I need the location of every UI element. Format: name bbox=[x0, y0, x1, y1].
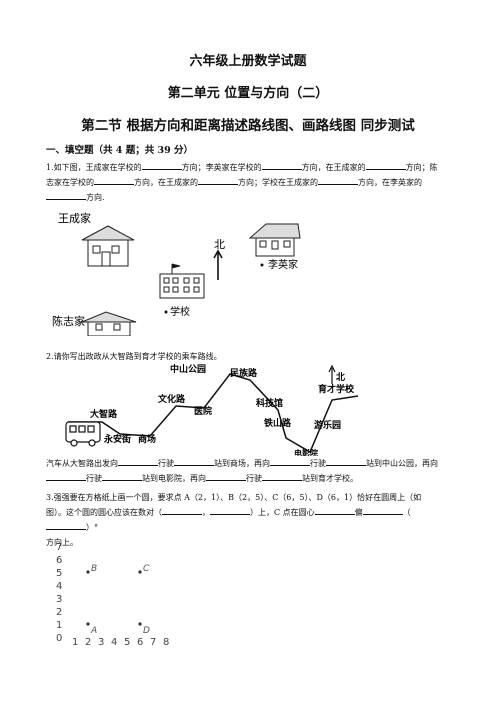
q2-blank-3[interactable] bbox=[270, 456, 310, 466]
north-arrow-icon-2 bbox=[328, 364, 336, 384]
liying-label: 李英家 bbox=[268, 258, 298, 271]
y-tick-label: 5 bbox=[56, 568, 62, 579]
section-title: 第二节 根据方向和距离描述路线图、画路线图 同步测试 bbox=[81, 118, 415, 134]
q2-blank-4[interactable] bbox=[326, 456, 366, 466]
point-D bbox=[138, 622, 142, 626]
question-2-answer: 汽车从大智路出发向行驶站到商场，再向行驶站到中山公园，再向 行驶站到电影院，再向… bbox=[46, 456, 450, 486]
q2-blank-8[interactable] bbox=[262, 471, 302, 481]
station-tieshan: 铁山路 bbox=[264, 417, 292, 429]
station-yongan: 永安街 bbox=[103, 433, 131, 445]
x-tick-label: 5 bbox=[124, 637, 130, 648]
q2-blank-1[interactable] bbox=[118, 456, 158, 466]
x-tick-label: 8 bbox=[163, 637, 169, 648]
point-C bbox=[138, 570, 142, 574]
y-tick-label: 7 bbox=[56, 542, 62, 553]
station-minzheng: 民族路 bbox=[230, 367, 258, 379]
y-tick-label: 3 bbox=[56, 594, 62, 605]
q3-blank-4[interactable] bbox=[362, 505, 403, 515]
q1-blank-1[interactable] bbox=[141, 160, 182, 170]
station-zhongshan: 中山公园 bbox=[170, 364, 206, 375]
point-label-B: B bbox=[91, 564, 97, 574]
station-keji: 科技馆 bbox=[256, 397, 283, 409]
station-yule: 游乐园 bbox=[314, 419, 341, 431]
station-wenhua: 文化路 bbox=[157, 393, 186, 405]
q2-route-figure: 大智路 永安街 商场 文化路 医院 中山公园 民族路 科技馆 铁山路 电影院 游… bbox=[65, 364, 359, 456]
unit-title: 第二单元 位置与方向（二） bbox=[167, 86, 329, 101]
y-tick-label: 4 bbox=[56, 581, 62, 592]
point-label-C: C bbox=[143, 564, 150, 574]
route-line bbox=[68, 373, 359, 454]
school-label: 学校 bbox=[170, 305, 190, 318]
north-label-2: 北 bbox=[336, 371, 345, 383]
q3-blank-1[interactable] bbox=[162, 505, 202, 515]
chenzhi-label: 陈志家 bbox=[52, 314, 85, 328]
question-1: 1.如下图，王成家在学校的方向；李英家在学校的方向，在王成家的方向；陈 志家在学… bbox=[46, 160, 450, 205]
station-yiyuan: 医院 bbox=[194, 405, 212, 417]
bus-icon bbox=[65, 421, 101, 447]
q1-blank-4[interactable] bbox=[94, 175, 134, 185]
x-tick-label: 7 bbox=[150, 637, 156, 648]
x-tick-label: 4 bbox=[111, 637, 117, 648]
y-tick-label: 6 bbox=[56, 555, 62, 566]
point-A bbox=[86, 622, 90, 626]
wangcheng-house-icon bbox=[81, 225, 135, 267]
q2-blank-6[interactable] bbox=[102, 471, 142, 481]
school-building-icon bbox=[159, 263, 205, 299]
x-tick-label: 1 bbox=[72, 637, 78, 648]
part1-heading: 一、填空题（共 4 题；共 39 分） bbox=[46, 145, 194, 156]
q2-blank-5[interactable] bbox=[46, 471, 86, 481]
question-2-stem: 2.请你写出政政从大智路到育才学校的乘车路线。 bbox=[46, 352, 222, 361]
station-shangchang: 商场 bbox=[138, 433, 156, 445]
point-B bbox=[86, 570, 90, 574]
north-label: 北 bbox=[214, 238, 225, 251]
y-tick-label: 2 bbox=[56, 607, 62, 618]
q1-blank-6[interactable] bbox=[318, 175, 358, 185]
station-dazhi: 大智路 bbox=[90, 408, 118, 420]
q3-blank-3[interactable] bbox=[314, 505, 355, 515]
question-3: 3.强强要在方格纸上画一个圆，要求点 A（2，1）、B（2，5）、C（6，5）、… bbox=[46, 493, 422, 547]
x-tick-label: 3 bbox=[98, 637, 104, 648]
q2-blank-2[interactable] bbox=[174, 456, 214, 466]
q3-blank-2[interactable] bbox=[210, 505, 250, 515]
x-tick-label: 6 bbox=[137, 637, 143, 648]
chenzhi-house-icon bbox=[81, 311, 137, 336]
north-arrow-icon bbox=[213, 249, 223, 280]
y-tick-label: 0 bbox=[56, 633, 62, 644]
q3-blank-5[interactable] bbox=[46, 520, 86, 530]
q2-blank-7[interactable] bbox=[206, 471, 246, 481]
station-dianying: 电影院 bbox=[294, 448, 318, 456]
q1-blank-2[interactable] bbox=[261, 160, 302, 170]
q1-blank-3[interactable] bbox=[365, 160, 406, 170]
wangcheng-label: 王成家 bbox=[58, 211, 91, 225]
point-label-D: D bbox=[143, 626, 150, 636]
point-label-A: A bbox=[90, 626, 97, 636]
station-yucai: 育才学校 bbox=[318, 383, 355, 395]
liying-house-icon bbox=[248, 223, 301, 257]
q1-map-figure: 王成家 北 李英家 学校 陈志家 bbox=[52, 211, 301, 336]
q1-blank-5[interactable] bbox=[198, 175, 238, 185]
y-tick-label: 1 bbox=[56, 620, 62, 631]
q1-blank-7[interactable] bbox=[46, 190, 86, 200]
x-tick-label: 2 bbox=[85, 637, 91, 648]
paper-title: 六年级上册数学试题 bbox=[189, 54, 307, 69]
